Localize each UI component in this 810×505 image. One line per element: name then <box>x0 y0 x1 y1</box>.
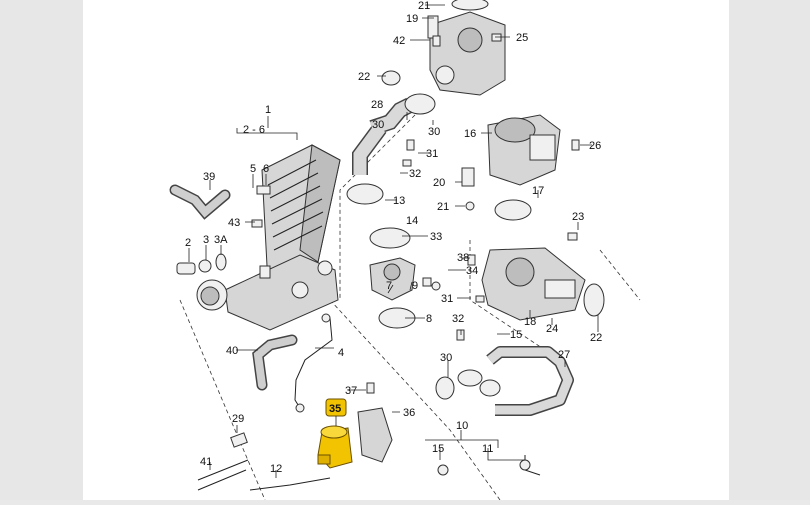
label-42: 42 <box>393 35 405 47</box>
label-10: 10 <box>456 420 468 432</box>
label-41: 41 <box>200 456 212 468</box>
temperature-sender-4 <box>294 317 333 409</box>
label-35: 35 <box>329 403 341 415</box>
right-margin <box>729 0 810 500</box>
gasket-30-lower <box>435 376 455 400</box>
bracket-36 <box>357 407 393 463</box>
clamp-22 <box>381 70 401 86</box>
label-25: 25 <box>516 32 528 44</box>
gasket-33 <box>369 227 411 249</box>
o-ring-17 <box>494 199 532 221</box>
label-2-6: 2 - 6 <box>243 124 265 136</box>
label-5: 5 <box>250 163 256 175</box>
callout-35: 35 <box>325 398 347 426</box>
label-40: 40 <box>226 345 238 357</box>
label-28: 28 <box>371 99 383 111</box>
label-16: 16 <box>464 128 476 140</box>
parts-diagram: 1 2 - 6 39 5 6 43 2 3 3A 4 40 29 41 12 2… <box>83 0 729 501</box>
gasket-13 <box>346 183 384 205</box>
label-11: 11 <box>482 443 493 455</box>
hose-clip-41 <box>197 459 249 491</box>
egr-valve-housing <box>427 0 506 96</box>
label-4: 4 <box>338 347 344 359</box>
label-43: 43 <box>228 217 240 229</box>
sensor-20 <box>461 167 475 187</box>
egr-cooler <box>196 144 341 331</box>
cap-29 <box>230 432 248 448</box>
label-32-top: 32 <box>409 168 421 180</box>
label-36: 36 <box>403 407 415 419</box>
solenoid-valve-35 <box>317 425 353 469</box>
egr-valve-16 <box>487 114 561 186</box>
label-22-right: 22 <box>590 332 602 344</box>
bolts <box>366 33 580 394</box>
left-margin <box>0 0 83 500</box>
label-13: 13 <box>393 195 405 207</box>
label-38: 38 <box>457 252 469 264</box>
label-30-low: 30 <box>440 352 452 364</box>
label-8: 8 <box>426 313 432 325</box>
label-27: 27 <box>558 349 570 361</box>
label-17: 17 <box>532 185 544 197</box>
label-32-low: 32 <box>452 313 464 325</box>
label-7: 7 <box>386 280 392 292</box>
label-9: 9 <box>412 280 418 292</box>
label-24: 24 <box>546 323 558 335</box>
label-22-top: 22 <box>358 71 370 83</box>
vacuum-hose-12 <box>249 477 331 491</box>
exploded-view-drawing: 1 2 - 6 39 5 6 43 2 3 3A 4 40 29 41 12 2… <box>169 0 641 501</box>
label-21-mid: 21 <box>437 201 449 213</box>
label-29: 29 <box>232 413 244 425</box>
label-39: 39 <box>203 171 215 183</box>
label-20: 20 <box>433 177 445 189</box>
label-12: 12 <box>270 463 282 475</box>
label-33: 33 <box>430 231 442 243</box>
label-30-top: 30 <box>428 126 440 138</box>
label-18: 18 <box>524 316 536 328</box>
leader-lines <box>188 4 599 478</box>
label-3: 3 <box>203 234 209 246</box>
fittings-2-3 <box>176 185 271 279</box>
label-19: 19 <box>406 13 418 25</box>
gasket-30-upper <box>404 93 436 115</box>
label-31-mid: 31 <box>441 293 453 305</box>
part-labels: 1 2 - 6 39 5 6 43 2 3 3A 4 40 29 41 12 2… <box>185 0 602 475</box>
label-15-hint: 15 <box>510 329 522 341</box>
label-3a: 3A <box>214 234 228 246</box>
bolt-15 <box>437 464 449 476</box>
label-31-top: 31 <box>426 148 438 160</box>
label-15: 15 <box>432 443 444 455</box>
label-34: 34 <box>466 265 478 277</box>
label-6: 6 <box>263 163 269 175</box>
label-14-hint: 14 <box>406 215 418 227</box>
throttle-housing-18 <box>481 247 586 321</box>
label-26: 26 <box>589 140 601 152</box>
label-21-top: 21 <box>418 0 430 12</box>
label-1: 1 <box>265 104 271 116</box>
label-23: 23 <box>572 211 584 223</box>
gasket-22-right <box>583 283 605 317</box>
label-30-elbow: 30 <box>372 119 384 131</box>
label-37: 37 <box>345 385 357 397</box>
label-2: 2 <box>185 237 191 249</box>
